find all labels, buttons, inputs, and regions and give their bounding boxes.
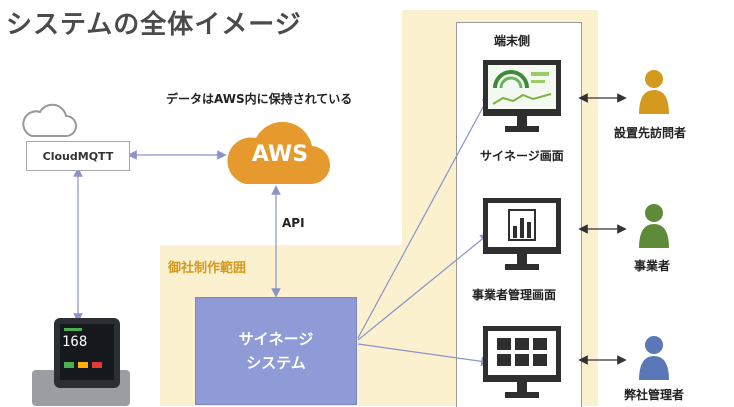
page-title: システムの全体イメージ <box>6 10 302 40</box>
signage-system-box: サイネージ システム <box>195 297 357 405</box>
visitor-label: 設置先訪問者 <box>614 126 687 140</box>
company-admin-person-icon <box>639 336 669 380</box>
in-house-scope-label: 御社制作範囲 <box>168 261 247 276</box>
signage-system-line2: システム <box>246 354 306 372</box>
visitor-person-icon <box>639 70 669 114</box>
operator-admin-screen-label: 事業者管理画面 <box>472 288 557 302</box>
aws-cloud-icon <box>227 121 331 185</box>
aws-label: AWS <box>251 142 309 167</box>
device-reading: 168 <box>62 334 88 350</box>
signage-monitor-icon <box>483 60 561 132</box>
cloudmqtt-box: CloudMQTT <box>26 141 130 171</box>
company-admin-label: 弊社管理者 <box>624 388 685 402</box>
api-label: API <box>282 216 305 230</box>
cloud-icon <box>22 103 77 137</box>
signage-system-line1: サイネージ <box>238 330 314 348</box>
operator-person-icon <box>639 204 669 248</box>
terminal-side-label: 端末側 <box>494 34 531 48</box>
company-admin-monitor-icon <box>483 326 561 398</box>
operator-admin-monitor-icon <box>483 198 561 270</box>
aws-note: データはAWS内に保持されている <box>166 92 353 106</box>
signage-screen-label: サイネージ画面 <box>480 149 564 163</box>
iot-sensor-device-icon <box>32 318 130 406</box>
operator-label: 事業者 <box>634 259 671 273</box>
